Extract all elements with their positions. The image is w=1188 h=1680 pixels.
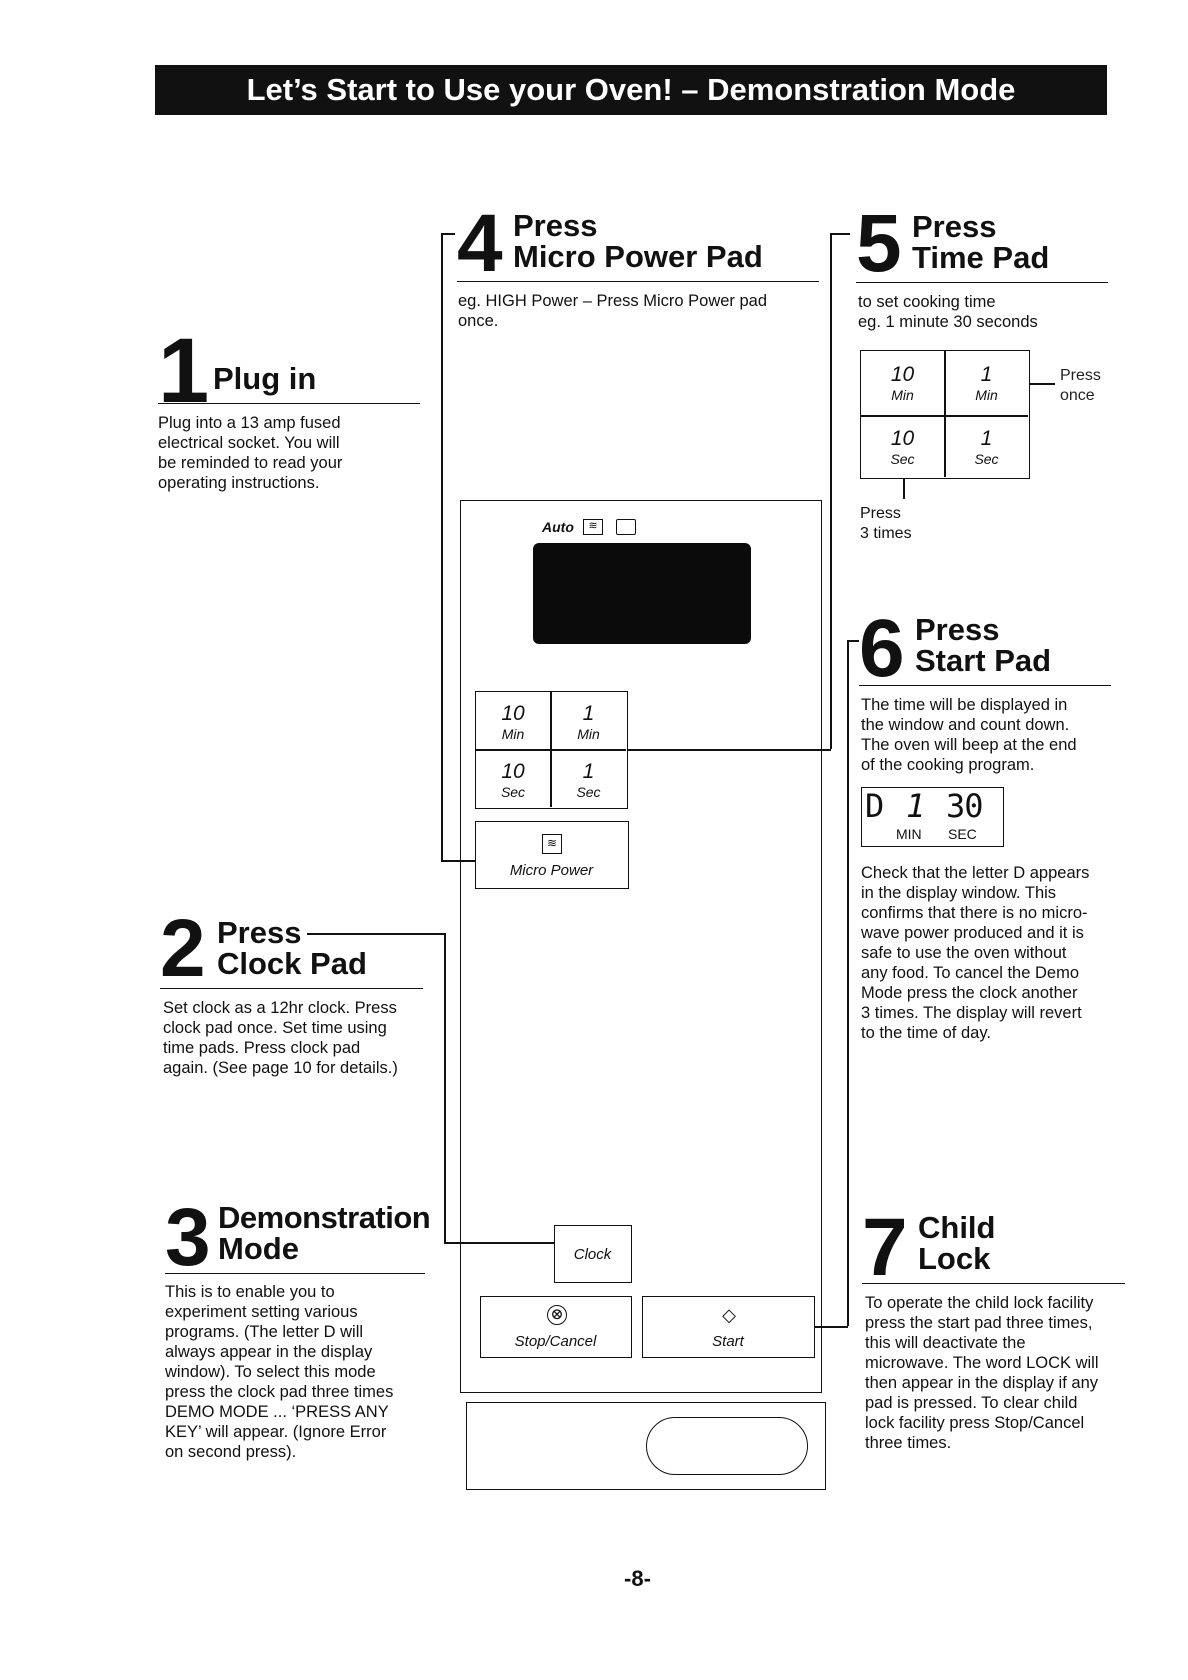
step-4-rule [457,281,819,282]
step-1-rule [158,403,420,404]
step-2-number: 2 [160,903,206,994]
step-1-title: Plug in [213,361,317,396]
start-label: Start [712,1333,744,1350]
micro-power-pad[interactable]: ≋ Micro Power [475,821,629,889]
leader-step4-top [441,233,455,235]
stop-cancel-pad[interactable]: ⨂ Stop/Cancel [480,1296,632,1358]
display-sec-label: SEC [948,826,977,842]
step-5-title-2: Time Pad [912,240,1050,275]
display-min-label: MIN [896,826,922,842]
display-letter: D [865,787,885,825]
step-3-title-2: Mode [218,1231,299,1266]
step-1-number: 1 [158,320,210,422]
leader-step2-horizontal [307,933,445,935]
start-pad[interactable]: ◇ Start [642,1296,815,1358]
step-6-rule [859,685,1111,686]
microwave-indicator-icon: ≋ [583,519,603,535]
step-2-title-1: Press [217,915,302,950]
step-6-title-1: Press [915,612,1000,647]
step-6-title-2: Start Pad [915,643,1052,678]
leader-step2-to-clock [444,1242,554,1244]
demo-display-readout: D 1 30 MIN SEC [861,787,1004,847]
step-2-title-2: Clock Pad [217,946,367,981]
press-three-leader [903,479,905,499]
oven-control-panel [460,500,822,1393]
step-7-rule [862,1283,1125,1284]
step-7-title-1: Child [918,1210,996,1245]
clock-label: Clock [573,1246,612,1263]
step-4-number: 4 [457,198,503,289]
stop-cancel-label: Stop/Cancel [514,1333,597,1350]
leader-step5-top [830,233,850,235]
page-header: Let’s Start to Use your Oven! – Demonstr… [155,65,1107,115]
step-5-number: 5 [856,198,902,289]
step-3-rule [165,1273,425,1274]
leader-step4-to-micro-power [441,860,475,862]
step-2-rule [160,988,423,989]
start-diamond-icon: ◇ [722,1305,736,1325]
stop-icon: ⨂ [547,1305,567,1325]
auto-label: Auto [542,519,574,535]
oven-door-panel [466,1402,826,1490]
leader-step4-vertical [441,233,443,860]
oven-display-window [533,543,751,644]
door-release-button[interactable] [646,1417,808,1475]
display-seconds: 30 [946,787,984,825]
leader-step2-vertical [444,933,446,1242]
display-minutes: 1 [906,787,926,825]
leader-step6-vertical [847,640,849,1326]
grill-indicator-icon [616,519,636,535]
page-number: -8- [624,1566,651,1591]
step-7-number: 7 [862,1202,908,1293]
step-7-title-2: Lock [918,1241,991,1276]
step-4-title-1: Press [513,208,598,243]
press-once-leader [1030,383,1055,385]
step-3-title-1: Demonstration [218,1200,431,1235]
step-5-rule [856,282,1108,283]
leader-step5-to-time-pads [628,749,831,751]
step-3-number: 3 [165,1192,211,1283]
leader-step6-top [847,640,859,642]
clock-pad[interactable]: Clock [554,1225,632,1283]
leader-step6-to-start [815,1326,848,1328]
micro-power-icon: ≋ [542,834,562,854]
leader-step5-vertical [830,233,832,749]
micro-power-label: Micro Power [509,862,594,879]
step-5-title-1: Press [912,209,997,244]
step-4-title-2: Micro Power Pad [513,239,763,274]
step-6-number: 6 [859,603,905,694]
